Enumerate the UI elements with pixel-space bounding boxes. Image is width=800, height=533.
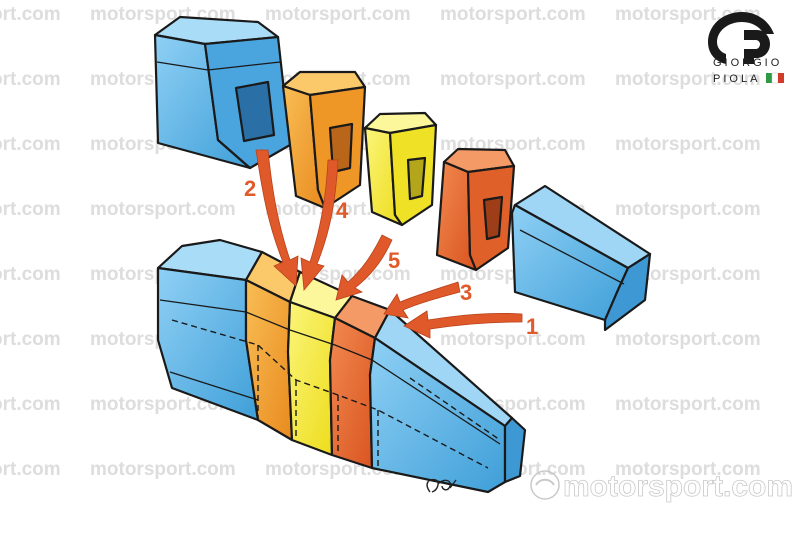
watermark-text: motorsport.com <box>0 4 61 25</box>
module-yellow <box>363 111 438 227</box>
callout-3: 3 <box>460 280 472 305</box>
arrow-1 <box>403 310 523 339</box>
watermark-text: motorsport.com <box>615 329 761 350</box>
watermark-text: motorsport.com <box>615 394 761 415</box>
assembly-arrows <box>255 149 523 339</box>
module-orange <box>281 70 367 210</box>
callout-2: 2 <box>244 176 256 201</box>
watermark-text: motorsport.com <box>265 4 411 25</box>
watermark-text: motorsport.com <box>615 199 761 220</box>
arrow-3 <box>383 281 461 319</box>
gp-logo-icon <box>708 12 774 64</box>
giorgio-piola-logo: GIORGIO PIOLA <box>708 12 784 85</box>
watermark-text: motorsport.com <box>0 394 61 415</box>
watermark-text: motorsport.com <box>0 199 61 220</box>
callout-5: 5 <box>388 248 400 273</box>
module-blue-cockpit <box>153 15 292 170</box>
watermark-text: motorsport.com <box>615 459 761 480</box>
watermark-text: motorsport.com <box>0 264 61 285</box>
callout-4: 4 <box>336 198 349 223</box>
watermark-text: motorsport.com <box>0 69 61 90</box>
watermark-text: motorsport.com <box>0 134 61 155</box>
brand-line-1: GIORGIO <box>713 57 782 69</box>
watermark-text: motorsport.com <box>90 199 236 220</box>
watermark-large-text: motorsport.com <box>563 470 793 503</box>
artist-signature <box>426 478 457 493</box>
watermark-text: motorsport.com <box>440 4 586 25</box>
module-blue-nose <box>510 184 652 332</box>
watermark-text: motorsport.com <box>0 329 61 350</box>
watermark-text: motorsport.com <box>615 134 761 155</box>
callout-numbers: 2 4 5 3 1 <box>244 176 538 339</box>
watermark-text: motorsport.com <box>440 329 586 350</box>
assembled-monocoque <box>156 238 527 494</box>
italy-flag-icon <box>766 72 784 84</box>
arrow-4 <box>300 159 339 291</box>
arrow-2 <box>255 149 299 287</box>
brand-line-2: PIOLA <box>713 73 760 85</box>
watermark-text: motorsport.com <box>0 459 61 480</box>
arrow-5 <box>335 234 393 301</box>
watermark-text: motorsport.com <box>90 459 236 480</box>
watermark-text: motorsport.com <box>615 69 761 90</box>
motorsport-watermark-large: motorsport.com <box>530 470 793 503</box>
module-red-orange <box>435 147 516 272</box>
callout-1: 1 <box>526 314 538 339</box>
watermark-text: motorsport.com <box>615 264 761 285</box>
watermark-text: motorsport.com <box>440 69 586 90</box>
